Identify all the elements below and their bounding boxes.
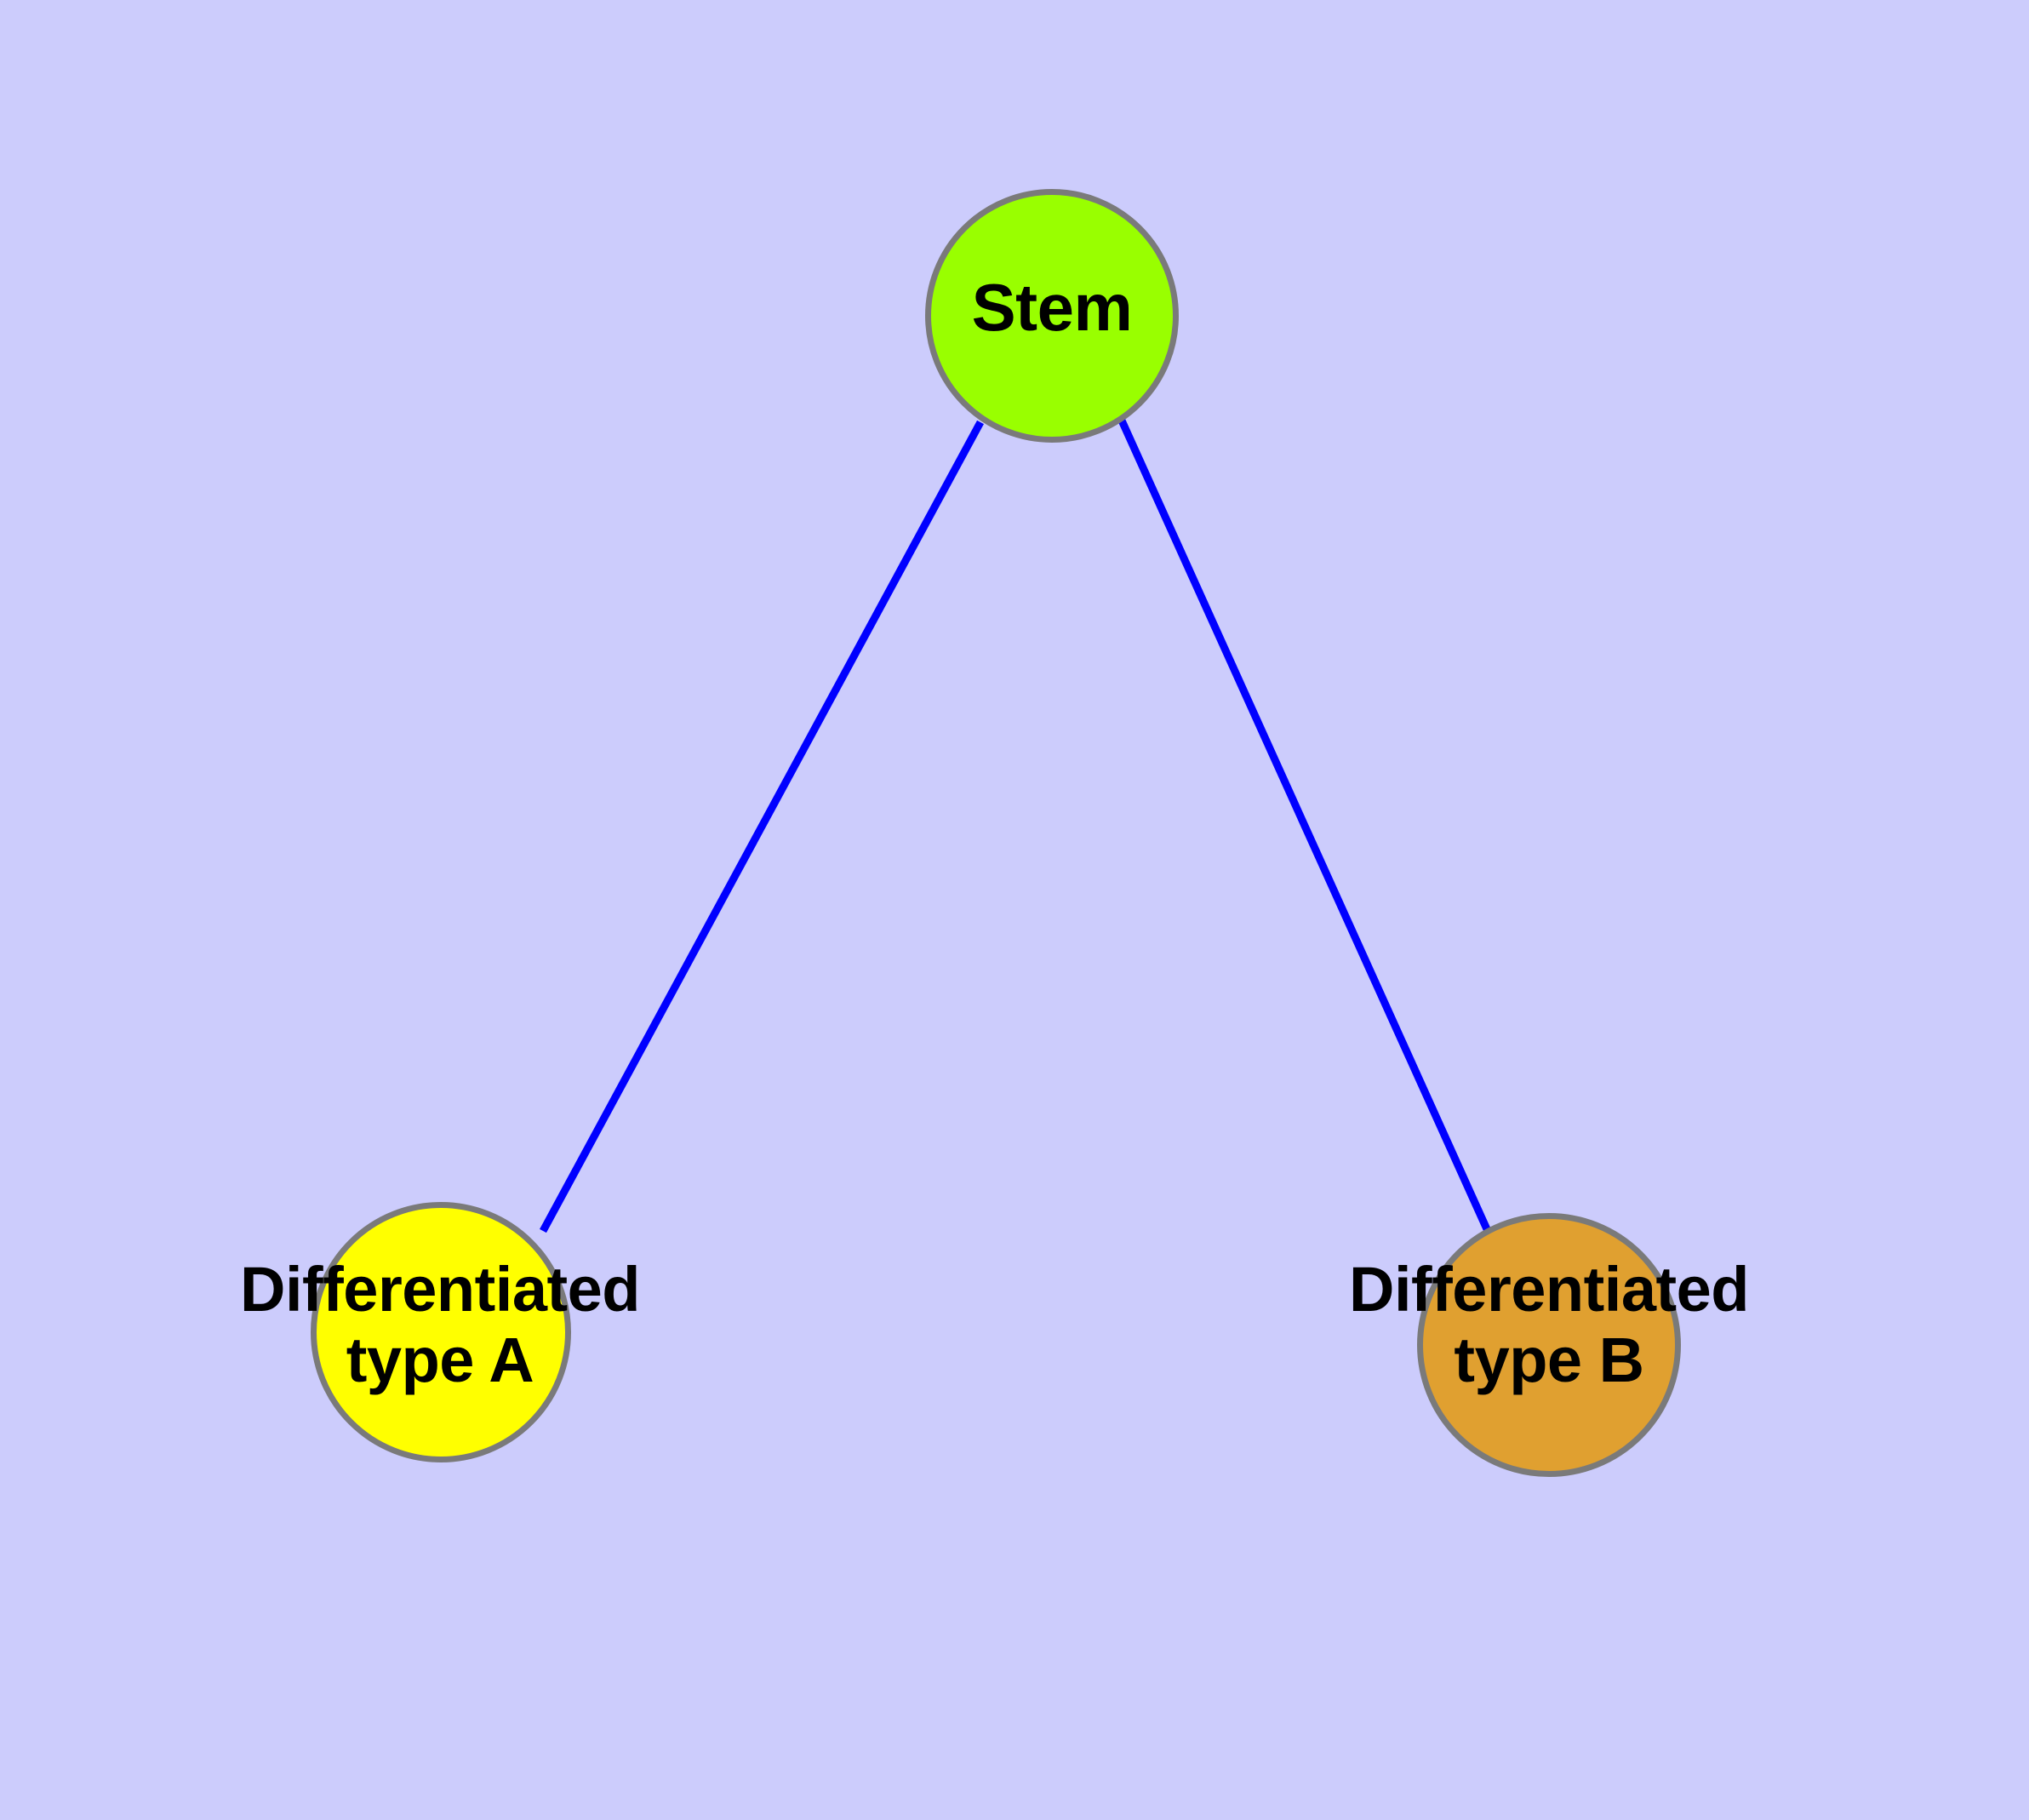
node-differentiated-type-b[interactable] <box>1417 1213 1681 1477</box>
node-differentiated-type-a[interactable] <box>311 1202 571 1462</box>
node-stem[interactable] <box>925 189 1179 443</box>
edge-stem-to-differentiated-type-a <box>540 420 984 1233</box>
edge-stem-to-differentiated-type-b <box>1117 419 1495 1240</box>
